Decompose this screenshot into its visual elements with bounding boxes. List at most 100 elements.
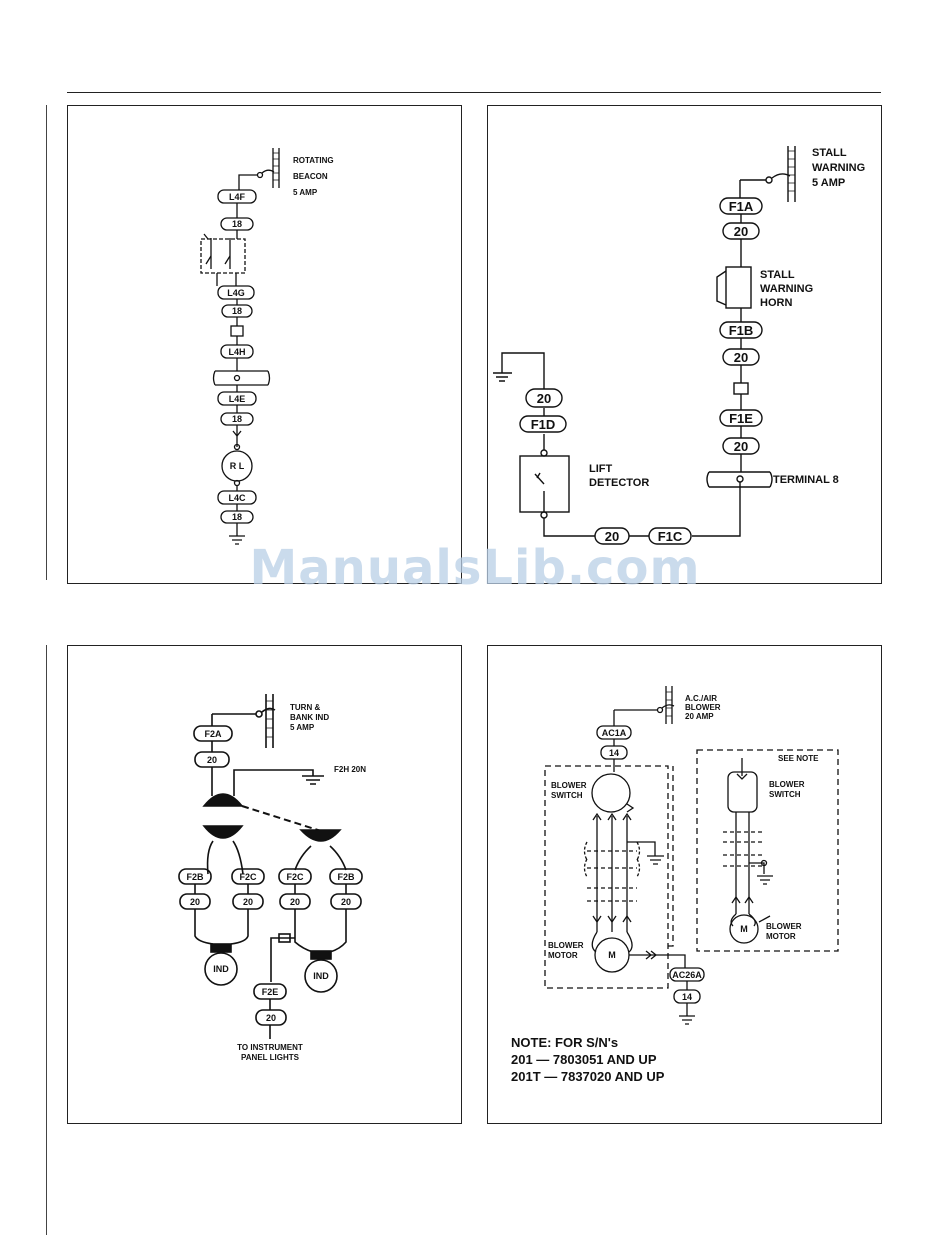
horn-label-3: HORN: [760, 297, 792, 309]
header-rule: [67, 92, 881, 93]
turn-fuse-label-2: BANK IND: [290, 713, 329, 722]
turn-bank-ground-icon: [302, 775, 324, 785]
turn-fuse-label-1: TURN &: [290, 703, 320, 712]
stall-breaker-icon: [787, 146, 796, 202]
wire-l4e: L4E: [229, 394, 246, 404]
wire-20-d: 20: [290, 897, 300, 907]
wire-ac26a: AC26A: [672, 970, 702, 980]
wire-f1d: F1D: [531, 417, 556, 432]
motor-2-label-2: MOTOR: [766, 932, 796, 941]
switch-2-label-1: BLOWER: [769, 780, 805, 789]
motor-label-2: MOTOR: [548, 951, 578, 960]
turn-fuse-label-3: 5 AMP: [290, 723, 315, 732]
motor-2-symbol: M: [740, 924, 748, 934]
panel-rotating-beacon: ROTATING BEACON 5 AMP L4F 18 L4G 18 L4H …: [67, 105, 462, 584]
wire-18-a: 18: [232, 219, 242, 229]
detector-label-2: DETECTOR: [589, 477, 649, 489]
stall-fuse-label-3: 5 AMP: [812, 177, 845, 189]
wire-f2e: F2E: [262, 987, 279, 997]
relay-2-icon: [202, 825, 244, 839]
horn-label-1: STALL: [760, 269, 795, 281]
wire-20-a: 20: [734, 224, 748, 239]
stall-connector-icon: [733, 382, 749, 395]
wire-20-c: 20: [734, 439, 748, 454]
rotating-beacon-diagram: ROTATING BEACON 5 AMP L4F 18 L4G 18 L4H …: [200, 148, 334, 545]
blower-fuse-label-1: A.C./AIR: [685, 694, 717, 703]
wire-20-a: 20: [207, 755, 217, 765]
wire-20-e: 20: [605, 529, 619, 544]
wire-l4c: L4C: [228, 493, 246, 503]
circuit-breaker-icon: [272, 148, 280, 188]
beacon-fuse-label-3: 5 AMP: [293, 188, 318, 197]
stall-warning-diagram: STALL WARNING 5 AMP STALL WARNING HORN L…: [493, 146, 865, 545]
turn-bank-diagram: TURN & BANK IND 5 AMP F2H 20N TO INSTRUM…: [178, 694, 366, 1062]
blower-switch-icon: [591, 773, 631, 813]
indicator-2-label: IND: [313, 971, 329, 981]
blower-ground-3-icon: [757, 875, 773, 885]
turn-ground-label: F2H 20N: [334, 765, 366, 774]
blower-note-line-3: 201T — 7837020 AND UP: [511, 1069, 665, 1084]
wire-f2b-right: F2B: [337, 872, 355, 882]
blower-motor-2-icon: [729, 914, 759, 944]
wire-f1e: F1E: [729, 411, 753, 426]
motor-symbol: M: [608, 950, 616, 960]
wire-14-a: 14: [609, 748, 619, 758]
blower-diagram: A.C./AIR BLOWER 20 AMP SEE NOTE BLOWER S…: [511, 686, 839, 1084]
indicator-1-icon: [204, 952, 238, 986]
stall-fuse-label-1: STALL: [812, 147, 847, 159]
blower-ground-2-icon: [679, 1003, 695, 1025]
motor-2-label-1: BLOWER: [766, 922, 802, 931]
connector-icon: [230, 325, 244, 337]
beacon-lamp-label: R L: [230, 461, 245, 471]
panel-blower: A.C./AIR BLOWER 20 AMP SEE NOTE BLOWER S…: [487, 645, 882, 1124]
margin-bar-top: [46, 105, 47, 580]
see-note-label: SEE NOTE: [778, 754, 819, 763]
wire-14-b: 14: [682, 992, 692, 1002]
horn-label-2: WARNING: [760, 283, 813, 295]
wire-l4h: L4H: [228, 347, 245, 357]
switch-2-label-2: SWITCH: [769, 790, 801, 799]
relay-3-icon: [299, 829, 342, 842]
wire-20-b: 20: [190, 897, 200, 907]
turn-bank-connector-icon: [278, 933, 291, 943]
bulkhead-icon: [212, 370, 271, 386]
wire-18-c: 18: [232, 414, 242, 424]
wire-20-f: 20: [266, 1013, 276, 1023]
beacon-fuse-label-1: ROTATING: [293, 156, 334, 165]
wire-f2a: F2A: [204, 729, 222, 739]
stall-horn-icon: [725, 266, 752, 309]
wire-20-c: 20: [243, 897, 253, 907]
stall-ground-icon: [493, 372, 512, 382]
blower-note-line-2: 201 — 7803051 AND UP: [511, 1052, 657, 1067]
wire-20-e: 20: [341, 897, 351, 907]
wire-l4g: L4G: [227, 288, 245, 298]
dest-label-1: TO INSTRUMENT: [237, 1043, 303, 1052]
indicator-1-label: IND: [213, 964, 229, 974]
panel-turn-bank: TURN & BANK IND 5 AMP F2H 20N TO INSTRUM…: [67, 645, 462, 1124]
beacon-switch-icon: [200, 238, 246, 274]
blower-ground-icon: [647, 855, 664, 865]
blower-fuse-label-2: BLOWER: [685, 703, 721, 712]
motor-label-1: BLOWER: [548, 941, 584, 950]
dest-label-2: PANEL LIGHTS: [241, 1053, 300, 1062]
wire-f1a: F1A: [729, 199, 754, 214]
wire-18-d: 18: [232, 512, 242, 522]
wire-20-b: 20: [734, 350, 748, 365]
wire-ac1a: AC1A: [602, 728, 627, 738]
ground-icon: [229, 523, 245, 545]
wire-l4f: L4F: [229, 192, 246, 202]
blower-note-line-1: NOTE: FOR S/N's: [511, 1035, 618, 1050]
beacon-fuse-label-2: BEACON: [293, 172, 328, 181]
wire-f1b: F1B: [729, 323, 754, 338]
wire-f2c-left: F2C: [239, 872, 257, 882]
wire-f1c: F1C: [658, 529, 683, 544]
wire-f2c-right: F2C: [286, 872, 304, 882]
stall-fuse-label-2: WARNING: [812, 162, 865, 174]
turn-bank-breaker-icon: [265, 694, 274, 748]
wire-20-d: 20: [537, 391, 551, 406]
margin-bar-bottom: [46, 645, 47, 1235]
wire-18-b: 18: [232, 306, 242, 316]
relay-1-icon: [202, 793, 244, 807]
blower-fuse-label-3: 20 AMP: [685, 712, 714, 721]
detector-label-1: LIFT: [589, 463, 612, 475]
